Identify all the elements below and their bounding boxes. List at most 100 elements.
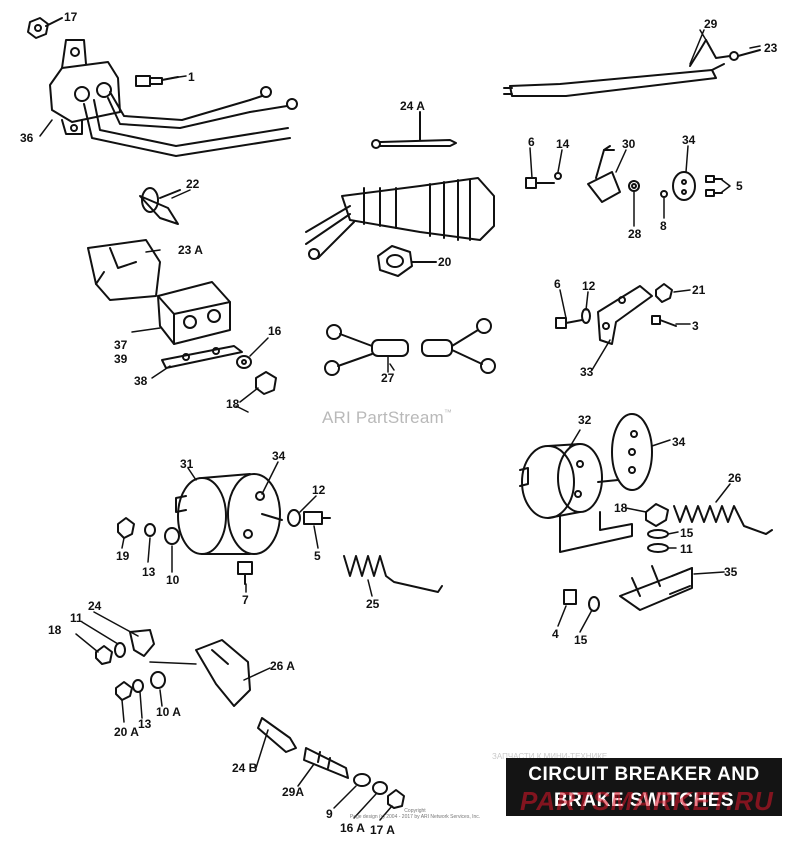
label-24: 24: [88, 599, 102, 613]
watermark-text: ARI PartStream: [322, 408, 444, 427]
label-6-mid: 6: [554, 277, 561, 291]
label-18-mid: 18: [614, 501, 628, 515]
clip-24: [129, 629, 155, 657]
label-13: 13: [142, 565, 156, 579]
label-35: 35: [724, 565, 738, 579]
nut-20: [377, 245, 437, 277]
screw-6-mid: [555, 317, 583, 329]
label-20: 20: [438, 255, 452, 269]
part-labels: 17 1 36 29 23 24 A 6 14 30 34 5 28 8 22 …: [20, 10, 778, 837]
label-7: 7: [242, 593, 249, 607]
label-33: 33: [580, 365, 594, 379]
label-11: 11: [680, 542, 693, 556]
label-19: 19: [116, 549, 130, 563]
screws-5-top: [705, 175, 723, 197]
label-12: 12: [582, 279, 596, 293]
nut-19: [117, 517, 135, 539]
label-21: 21: [692, 283, 706, 297]
label-30: 30: [622, 137, 636, 151]
washer-16-top: [236, 355, 252, 369]
washer-28: [628, 180, 640, 192]
threaded-switch: [305, 177, 495, 260]
nut-17-top: [27, 17, 63, 39]
label-1: 1: [188, 70, 195, 84]
breaker-37: [157, 281, 231, 345]
watermark: ARI PartStream™: [322, 408, 452, 428]
label-37: 37: [114, 338, 128, 352]
label-32: 32: [578, 413, 592, 427]
sensor-29-with-wires: [503, 39, 761, 97]
washer-9: [353, 773, 371, 787]
label-31: 31: [180, 457, 194, 471]
nut-20a: [115, 681, 133, 701]
washer-14: [554, 172, 562, 180]
washer-16a: [372, 781, 388, 795]
leader-lines: [39, 29, 761, 821]
label-11-low: 11: [70, 611, 83, 625]
label-34: 34: [682, 133, 696, 147]
nut-18-top: [255, 371, 277, 395]
screw-4: [563, 589, 577, 605]
label-24b: 24 B: [232, 761, 258, 775]
screw-6-top: [525, 177, 555, 189]
switch-32: [519, 443, 633, 553]
switch-30: [587, 145, 621, 203]
screw-5-low: [303, 511, 331, 525]
label-29a: 29A: [282, 785, 304, 799]
nut-21: [655, 283, 673, 303]
screw-3: [651, 315, 677, 327]
wire-27: [324, 318, 496, 376]
washer-12-mid: [581, 308, 591, 324]
label-4: 4: [552, 627, 559, 641]
overlay-top-text: ЗАПЧАСТИ К МИНИ-ТЕХНИКЕ: [492, 752, 608, 761]
diagram-title: CIRCUIT BREAKER AND BRAKE SWITCHES: [506, 758, 782, 816]
label-18-low: 18: [48, 623, 62, 637]
washer-11-mid: [647, 543, 669, 553]
breaker-36-with-wires: [49, 39, 298, 157]
label-16a: 16 A: [340, 821, 365, 835]
spring-26: [673, 505, 773, 535]
plate-34-top: [672, 171, 696, 201]
label-36: 36: [20, 131, 34, 145]
plate-38: [161, 345, 243, 369]
label-5: 5: [736, 179, 743, 193]
label-13-low: 13: [138, 717, 152, 731]
pin-24b: [257, 717, 297, 753]
label-6: 6: [528, 135, 535, 149]
label-5-low: 5: [314, 549, 321, 563]
washer-10a: [150, 671, 166, 689]
washer-11-low: [114, 642, 126, 658]
title-line-2: BRAKE SWITCHES: [553, 790, 735, 811]
switch-31: [175, 473, 283, 555]
washer-15-mid: [647, 529, 669, 539]
screw-7: [237, 561, 253, 585]
label-26: 26: [728, 471, 742, 485]
washer-10: [164, 527, 180, 545]
plate-34-mid: [611, 413, 653, 491]
label-27: 27: [381, 371, 395, 385]
label-34-mid: 34: [672, 435, 686, 449]
rivet-22: [139, 187, 181, 225]
label-10a: 10 A: [156, 705, 181, 719]
label-14: 14: [556, 137, 570, 151]
label-29: 29: [704, 17, 718, 31]
label-16: 16: [268, 324, 282, 338]
bracket-35: [619, 565, 693, 611]
washer-13-low: [132, 679, 144, 693]
bracket-23a: [87, 239, 161, 301]
label-17: 17: [64, 10, 78, 24]
label-28: 28: [628, 227, 642, 241]
nut-18-mid: [645, 503, 669, 527]
label-34-low: 34: [272, 449, 286, 463]
nut-18-low: [95, 645, 113, 665]
label-15: 15: [680, 526, 694, 540]
label-15-low: 15: [574, 633, 588, 647]
nut-17a: [387, 789, 405, 809]
copyright-line-2: Page design (c) 2004 - 2017 by ARI Netwo…: [349, 814, 481, 820]
washer-12-low: [287, 509, 301, 527]
label-3: 3: [692, 319, 699, 333]
washer-15-low: [588, 596, 600, 612]
label-9: 9: [326, 807, 333, 821]
label-24a: 24 A: [400, 99, 425, 113]
